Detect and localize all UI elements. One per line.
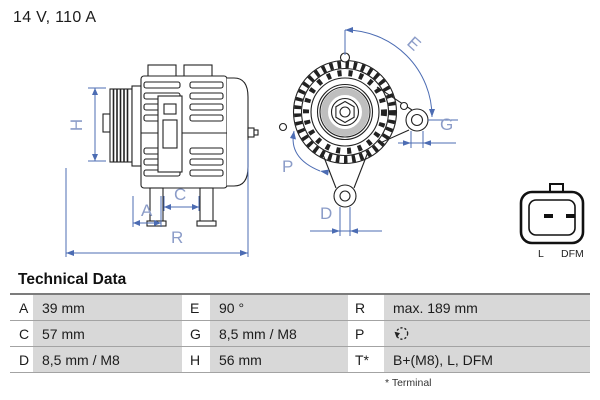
pulley [102, 85, 142, 167]
technical-drawing: H A C R [65, 27, 585, 260]
alternator-front-view [278, 52, 429, 208]
cell-label-p: P [348, 321, 384, 346]
dim-label-h: H [67, 119, 86, 131]
dim-label-a: A [141, 201, 153, 220]
side-view-dimensions [65, 87, 249, 257]
cell-label-r: R [348, 295, 384, 320]
cell-value-g: 8,5 mm / M8 [210, 321, 348, 346]
dim-label-e: E [403, 33, 424, 55]
cell-value-e: 90 ° [210, 295, 348, 320]
cell-label-g: G [182, 321, 210, 346]
cell-label-a: A [10, 295, 33, 320]
connector-label-dfm: DFM [561, 248, 584, 260]
cell-label-t: T* [348, 347, 384, 372]
plug-connector-2pin [519, 183, 585, 245]
cell-value-h: 56 mm [210, 347, 348, 372]
cell-label-e: E [182, 295, 210, 320]
cell-value-t: B+(M8), L, DFM [384, 347, 590, 372]
side-view-dimension-labels: H A C R [67, 119, 186, 247]
cell-value-a: 39 mm [33, 295, 182, 320]
page-title: 14 V, 110 A [13, 9, 97, 26]
cooling-fins-rear [189, 81, 224, 177]
cell-value-c: 57 mm [33, 321, 182, 346]
connector-label-l: L [538, 248, 544, 260]
connector-pin-l [544, 214, 553, 218]
b-plus-terminal-stud [247, 127, 259, 138]
connector-pin-dfm [566, 214, 575, 218]
shaft-hex-nut [335, 100, 355, 124]
dim-label-g: G [440, 115, 453, 134]
heading-rule [10, 293, 590, 295]
right-mounting-lug [376, 86, 429, 144]
cell-value-d: 8,5 mm / M8 [33, 347, 182, 372]
table-row: C 57 mm G 8,5 mm / M8 P [10, 321, 590, 347]
cell-value-r: max. 189 mm [384, 295, 590, 320]
alternator-side-view [102, 64, 259, 227]
cell-label-d: D [10, 347, 33, 372]
cell-value-p [384, 321, 590, 346]
bottom-mounting-lug [321, 151, 369, 208]
technical-data-table: A 39 mm E 90 ° R max. 189 mm C 57 mm G 8… [10, 295, 590, 373]
table-row: D 8,5 mm / M8 H 56 mm T* B+(M8), L, DFM [10, 347, 590, 373]
cell-label-h: H [182, 347, 210, 372]
dim-label-p: P [282, 157, 293, 176]
dim-label-r: R [171, 228, 183, 247]
connector-pin-labels: L DFM [538, 248, 584, 260]
rotation-direction-icon [394, 327, 409, 340]
terminal-footnote: * Terminal [385, 377, 432, 389]
cell-label-c: C [10, 321, 33, 346]
front-view-dimensions [290, 27, 458, 236]
table-row: A 39 mm E 90 ° R max. 189 mm [10, 295, 590, 321]
dim-label-c: C [174, 185, 186, 204]
dim-label-d: D [320, 204, 332, 223]
technical-data-heading: Technical Data [18, 271, 127, 288]
